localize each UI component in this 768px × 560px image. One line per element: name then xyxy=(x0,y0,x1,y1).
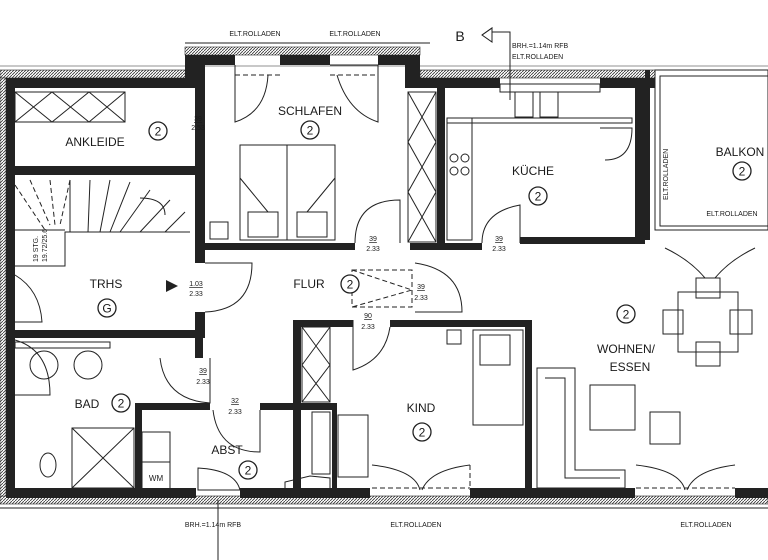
rolladen-label: ELT.ROLLADEN xyxy=(663,149,670,200)
room-trhs: TRHS xyxy=(90,277,123,291)
room-number: 2 xyxy=(535,190,542,204)
window-sill-label: BRH.=1.14m RFB xyxy=(512,43,569,50)
wardrobe xyxy=(407,91,437,243)
sofa xyxy=(536,367,681,489)
section-label: B xyxy=(455,28,464,44)
washing-machine-label: WM xyxy=(149,474,164,483)
rolladen-label: ELT.ROLLADEN xyxy=(329,31,380,38)
room-kind: KIND xyxy=(407,401,436,415)
door-width: 39 xyxy=(417,284,425,291)
room-number: G xyxy=(102,302,111,316)
room-number: 2 xyxy=(155,125,162,139)
door-height: 2.33 xyxy=(414,295,428,302)
wardrobe xyxy=(14,91,126,123)
exterior-walls xyxy=(0,42,768,509)
door-width: 39 xyxy=(194,116,202,123)
door-height: 2.33 xyxy=(189,291,203,298)
double-bed xyxy=(209,144,336,241)
door-height: 2.33 xyxy=(492,246,506,253)
door-width: 1.03 xyxy=(189,281,203,288)
room-number: 2 xyxy=(739,165,746,179)
rolladen-label: ELT.ROLLADEN xyxy=(229,31,280,38)
stair-steps: 19 STG. xyxy=(33,236,40,262)
door-height: 2.53 xyxy=(191,125,205,132)
single-bed xyxy=(301,326,524,478)
stair-ratio: 19.72/25.6 xyxy=(42,229,49,262)
entrance-arrow-icon xyxy=(166,280,178,292)
rolladen-label: ELT.ROLLADEN xyxy=(706,211,757,218)
room-number: 2 xyxy=(347,278,354,292)
room-kueche: KÜCHE xyxy=(512,164,554,178)
room-labels: ANKLEIDE 2 SCHLAFEN 2 KÜCHE 2 BALKON 2 T… xyxy=(33,104,764,483)
door-dimensions: 39 2.53 39 2.33 39 2.33 1.03 2.33 39 2.3… xyxy=(189,116,506,416)
rolladen-label: ELT.ROLLADEN xyxy=(680,522,731,529)
room-flur: FLUR xyxy=(293,277,325,291)
room-number: 2 xyxy=(245,464,252,478)
door-height: 2.33 xyxy=(361,324,375,331)
bathroom-fixtures xyxy=(14,341,331,491)
door-swings xyxy=(14,64,756,491)
door-height: 2.33 xyxy=(196,379,210,386)
room-ankleide: ANKLEIDE xyxy=(65,135,124,149)
room-essen: ESSEN xyxy=(610,360,651,374)
room-abst: ABST xyxy=(211,443,243,457)
room-balkon: BALKON xyxy=(716,145,765,159)
staircase xyxy=(14,179,190,267)
fixtures xyxy=(14,27,756,560)
room-bad: BAD xyxy=(75,397,100,411)
section-marker xyxy=(217,27,511,560)
door-width: 32 xyxy=(231,398,239,405)
door-height: 2.33 xyxy=(228,409,242,416)
interior-walls xyxy=(10,69,768,493)
room-number: 2 xyxy=(419,426,426,440)
window-sill-label: BRH.=1.14m RFB xyxy=(185,522,242,529)
door-width: 39 xyxy=(369,236,377,243)
door-width: 39 xyxy=(495,236,503,243)
room-wohnen: WOHNEN/ xyxy=(597,342,656,356)
room-number: 2 xyxy=(307,124,314,138)
door-width: 39 xyxy=(199,368,207,375)
rolladen-label: ELT.ROLLADEN xyxy=(512,54,563,61)
door-height: 2.33 xyxy=(366,246,380,253)
room-schlafen: SCHLAFEN xyxy=(278,104,342,118)
dining-table xyxy=(662,277,753,367)
room-number: 2 xyxy=(623,308,630,322)
kitchen-counter xyxy=(446,83,633,241)
rolladen-label: ELT.ROLLADEN xyxy=(390,522,441,529)
door-width: 90 xyxy=(364,313,372,320)
annotations: ELT.ROLLADEN ELT.ROLLADEN B BRH.=1.14m R… xyxy=(185,28,758,529)
room-number: 2 xyxy=(118,397,125,411)
